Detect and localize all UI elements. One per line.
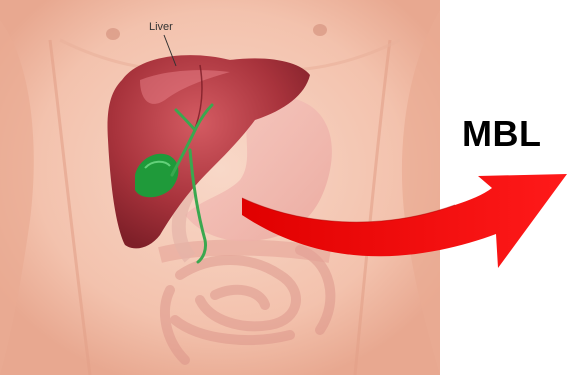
liver-label: Liver xyxy=(149,21,173,33)
mbl-title: MBL xyxy=(462,113,541,155)
left-nipple xyxy=(106,28,120,40)
right-nipple xyxy=(313,24,327,36)
